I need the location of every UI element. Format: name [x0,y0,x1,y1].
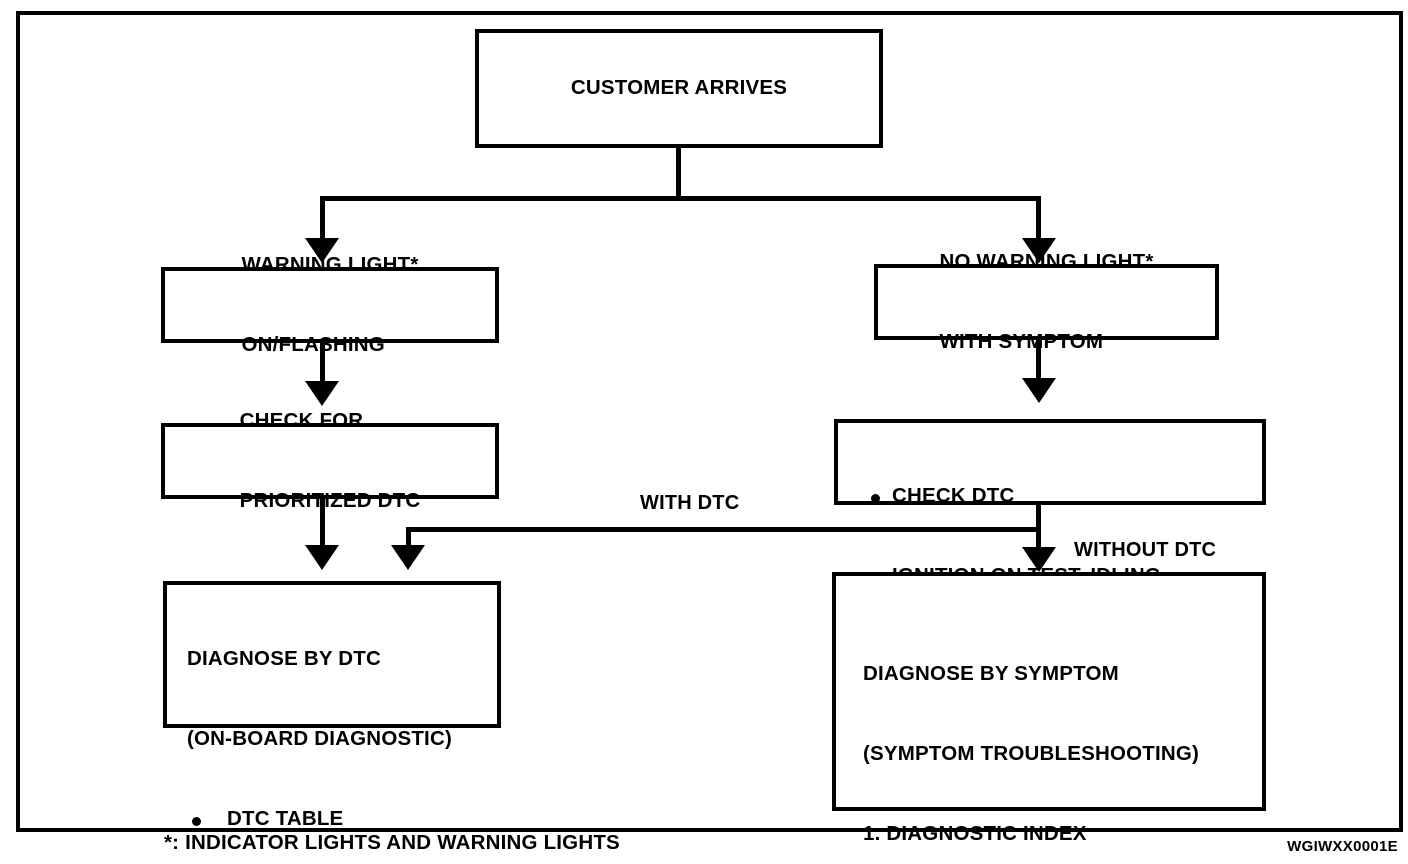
text-line: (ON-BOARD DIAGNOSTIC) [187,727,452,751]
node-warning-light-on-text: WARNING LIGHT* ON/FLASHING [241,198,418,411]
arrow-to-diagnose-by-dtc-left [305,545,339,570]
arrow-to-diagnose-by-dtc-right [391,545,425,570]
node-no-warning-light: NO WARNING LIGHT* WITH SYMPTOM [874,250,1219,353]
text-line: DIAGNOSE BY DTC [187,647,381,671]
connector-split-bar [320,196,1041,201]
node-diagnose-by-symptom-text: DIAGNOSE BY SYMPTOM (SYMPTOM TROUBLESHOO… [863,608,1199,864]
node-no-warning-light-text: NO WARNING LIGHT* WITH SYMPTOM [939,195,1153,408]
bullet-item: DTC TABLE [187,806,452,833]
edge-label-without-dtc: WITHOUT DTC [1074,539,1217,561]
node-diagnose-by-symptom: DIAGNOSE BY SYMPTOM (SYMPTOM TROUBLESHOO… [832,572,1266,845]
connector-left-drop [320,196,325,241]
arrow-to-check-dtc-tests [1022,378,1056,403]
text-line: NO WARNING LIGHT* [939,249,1154,273]
connector-warning-to-check [320,343,325,384]
connector-customer-stem [676,148,681,198]
text-line: (SYMPTOM TROUBLESHOOTING) [863,742,1200,766]
arrow-to-diagnose-by-symptom [1022,547,1056,572]
arrow-to-warning-light [305,238,339,263]
arrow-to-no-warning-light [1022,238,1056,263]
text-line: PRIORITIZED DTC [239,488,421,512]
node-warning-light-on: WARNING LIGHT* ON/FLASHING [161,253,499,356]
connector-right-drop [1036,196,1041,241]
connector-withdtc-drop [406,527,411,547]
connector-withdtc-stem [1036,505,1041,531]
bullet-item: CHECK DTC [866,483,1161,510]
edge-label-with-dtc: WITH DTC [640,492,740,514]
node-customer-arrives-text: CUSTOMER ARRIVES [571,22,787,155]
node-check-dtc-tests: CHECK DTC IGNITION ON TEST, IDLING TEST [834,419,1266,667]
text-line: CHECK FOR [239,408,364,432]
footnote-line: *: INDICATOR LIGHTS AND WARNING LIGHTS [164,831,620,855]
text-line: ON/FLASHING [241,332,385,356]
node-check-prioritized-dtc: CHECK FOR PRIORITIZED DTC [161,409,499,512]
connector-nowarning-to-checkdtc [1036,340,1041,381]
node-check-prioritized-dtc-text: CHECK FOR PRIORITIZED DTC [240,354,421,567]
text-line: DIAGNOSE BY SYMPTOM [863,662,1119,686]
text-line: WITH SYMPTOM [939,329,1104,353]
node-customer-arrives: CUSTOMER ARRIVES [475,29,883,148]
numbered-item: 1. DIAGNOSTIC INDEX [863,822,1087,846]
text-line: WARNING LIGHT* [241,252,419,276]
connector-withoutdtc-drop [1036,527,1041,549]
arrow-to-check-prioritized-dtc [305,381,339,406]
node-diagnose-by-dtc-text: DIAGNOSE BY DTC (ON-BOARD DIAGNOSTIC) DT… [187,593,452,864]
text-line: CUSTOMER ARRIVES [570,76,788,100]
connector-check-to-diagnose [320,499,325,547]
corner-code: WGIWXX0001E [1287,838,1398,855]
footnote: *: INDICATOR LIGHTS AND WARNING LIGHTS T… [164,775,620,864]
node-diagnose-by-dtc: DIAGNOSE BY DTC (ON-BOARD DIAGNOSTIC) DT… [163,581,501,830]
diagram-border [16,11,1403,832]
connector-withdtc-horizontal [406,527,1041,532]
